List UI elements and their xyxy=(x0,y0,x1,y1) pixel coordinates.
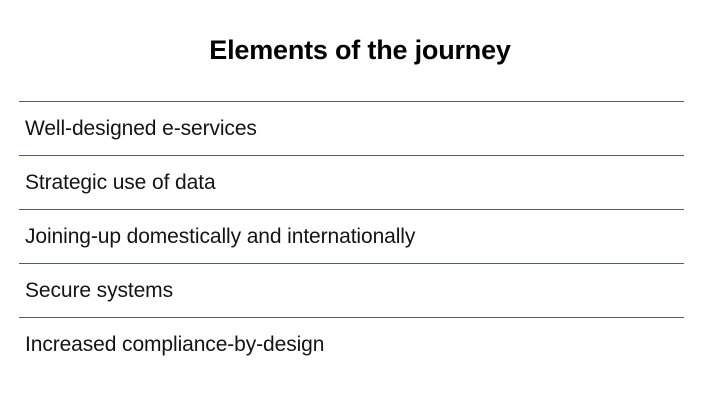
list-item: Well-designed e-services xyxy=(19,101,684,155)
list-item-label: Increased compliance-by-design xyxy=(25,333,325,356)
list-item-label: Strategic use of data xyxy=(25,171,216,194)
list-item: Joining-up domestically and internationa… xyxy=(19,209,684,263)
list-item-label: Well-designed e-services xyxy=(25,117,257,140)
page-title: Elements of the journey xyxy=(209,35,511,65)
list-item-label: Secure systems xyxy=(25,279,173,302)
elements-list: Well-designed e-services Strategic use o… xyxy=(19,101,684,371)
list-item: Strategic use of data xyxy=(19,155,684,209)
list-item: Increased compliance-by-design xyxy=(19,317,684,371)
list-item: Secure systems xyxy=(19,263,684,317)
list-item-label: Joining-up domestically and internationa… xyxy=(25,225,416,248)
